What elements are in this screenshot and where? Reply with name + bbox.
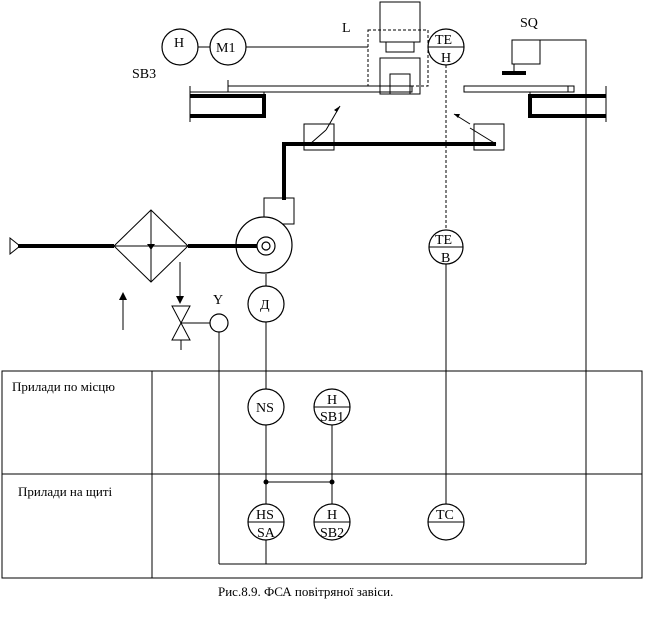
drive-label: L xyxy=(342,21,351,36)
instrument-te-b: TE B xyxy=(428,229,464,266)
instrument-m1: M1 xyxy=(209,28,247,66)
svg-text:Y: Y xyxy=(213,293,223,308)
instrument-te-h: TE H xyxy=(427,28,465,66)
fan xyxy=(235,197,295,274)
heat-exchanger xyxy=(113,209,189,330)
row-label-panel: Прилади на щиті xyxy=(18,484,113,499)
svg-text:H: H xyxy=(327,393,337,408)
limit-switch-sq: SQ xyxy=(502,16,587,86)
svg-text:Д: Д xyxy=(260,298,270,313)
figure-caption: Рис.8.9. ФСА повітряної завіси. xyxy=(218,584,393,599)
row-label-local: Прилади по місцю xyxy=(12,379,115,394)
svg-text:TC: TC xyxy=(436,508,454,523)
instrument-d: Д xyxy=(247,285,285,323)
door-left xyxy=(189,80,413,122)
svg-text:HS: HS xyxy=(256,508,274,523)
instrument-ns: NS xyxy=(247,388,285,426)
inlet-nozzle xyxy=(9,236,21,256)
instrument-tc: TC xyxy=(427,503,465,541)
svg-text:SB3: SB3 xyxy=(132,67,156,82)
instrument-table: Прилади по місцю Прилади на щиті xyxy=(1,370,643,579)
svg-text:SA: SA xyxy=(257,526,276,541)
instrument-h-sb2: H SB2 xyxy=(313,503,351,541)
svg-text:TE: TE xyxy=(435,33,452,48)
svg-text:SB2: SB2 xyxy=(320,526,344,541)
damper-right xyxy=(453,113,505,151)
sq-label: SQ xyxy=(520,16,538,31)
svg-text:H: H xyxy=(174,36,184,51)
instrument-hs-sa: HS SA xyxy=(247,503,285,541)
air-duct xyxy=(282,142,496,200)
svg-text:SB1: SB1 xyxy=(320,410,344,425)
instrument-h-sb1: H SB1 xyxy=(313,388,351,426)
instrument-h-sb3: H SB3 xyxy=(132,28,199,82)
svg-text:TE: TE xyxy=(435,233,452,248)
drive-unit-l: L xyxy=(342,1,429,95)
svg-text:M1: M1 xyxy=(216,41,235,56)
door-right xyxy=(463,85,607,122)
svg-text:B: B xyxy=(441,251,450,266)
svg-text:NS: NS xyxy=(256,401,274,416)
svg-text:H: H xyxy=(441,51,451,66)
damper-left xyxy=(303,105,341,151)
svg-text:H: H xyxy=(327,508,337,523)
